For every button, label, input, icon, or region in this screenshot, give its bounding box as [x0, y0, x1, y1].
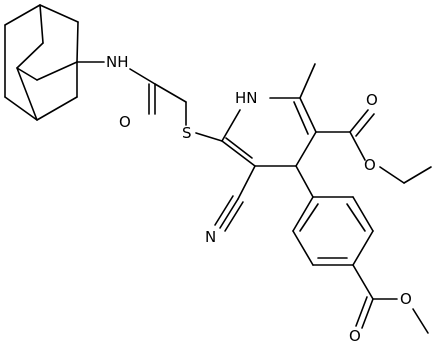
ethyl-ester-group: [315, 109, 432, 184]
dihydropyridine-ring: [221, 97, 317, 167]
amide-nh-label: NH: [106, 53, 129, 71]
methyl-ester-ether-oxygen-label: O: [400, 290, 412, 308]
methyl-ester-carbonyl-oxygen-label: O: [349, 327, 361, 345]
ring-nh-label: HN: [235, 89, 258, 107]
methyl-ester-group: [352, 264, 429, 334]
ethyl-ester-carbonyl-oxygen-label: O: [366, 91, 378, 109]
nitrile-group: [214, 165, 256, 232]
amide-linker: [76, 61, 223, 142]
nitrile-nitrogen-label: N: [205, 228, 216, 246]
ring-methyl-bond: [299, 63, 316, 99]
sulfur-label: S: [182, 124, 192, 142]
ethyl-ester-ether-oxygen-label: O: [364, 156, 376, 174]
phenyl-ring: [292, 165, 374, 266]
adamantyl-group: [4, 4, 79, 121]
amide-oxygen-label: O: [119, 113, 131, 131]
